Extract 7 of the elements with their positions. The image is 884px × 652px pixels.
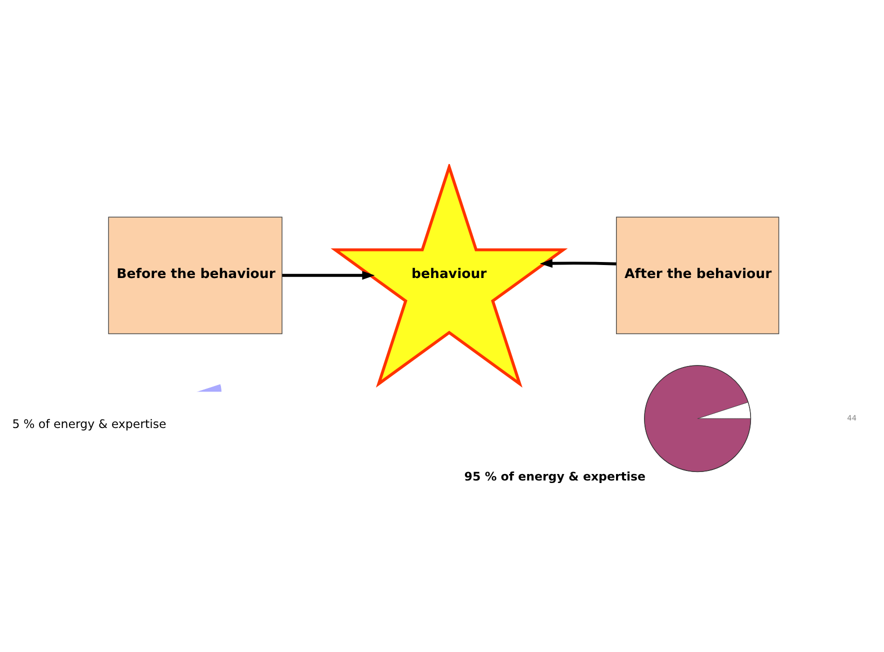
node-box: After the behaviour <box>616 216 780 334</box>
node-label: 5 % of energy & expertise <box>12 417 166 432</box>
node-box: Before the behaviour <box>108 216 282 334</box>
arrow <box>540 258 616 268</box>
arrow <box>282 270 375 280</box>
label: 44 <box>847 413 857 422</box>
node-label: 95 % of energy & expertise <box>464 469 646 484</box>
